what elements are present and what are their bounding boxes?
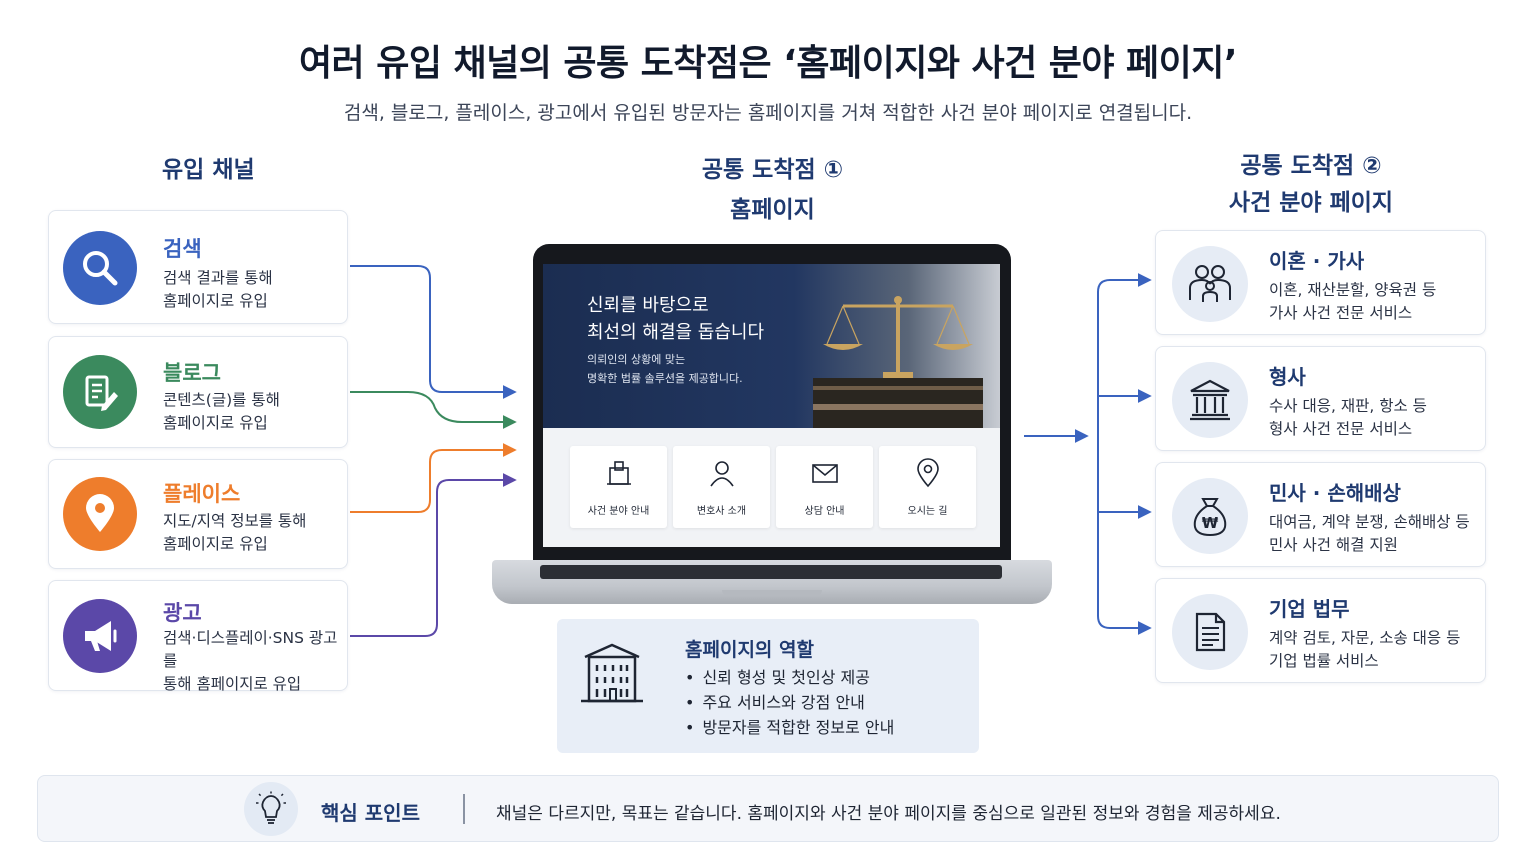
landing1-heading: 공통 도착점 ① 홈페이지 bbox=[600, 150, 945, 230]
laptop-keyboard bbox=[540, 565, 1002, 579]
menu-directions[interactable]: 오시는 길 bbox=[879, 446, 976, 528]
search-icon bbox=[63, 231, 137, 305]
document-pen-icon bbox=[63, 355, 137, 429]
landing2-heading: 공통 도착점 ② 사건 분야 페이지 bbox=[1150, 148, 1472, 222]
location-icon bbox=[879, 458, 976, 492]
money-bag-icon: ₩ bbox=[1172, 478, 1248, 554]
lightbulb-icon bbox=[244, 782, 298, 836]
menu-case-fields[interactable]: 사건 분야 안내 bbox=[570, 446, 667, 528]
channel-title: 블로그 bbox=[163, 361, 221, 385]
connector-ad bbox=[350, 473, 517, 637]
role-item: 주요 서비스와 강점 안내 bbox=[685, 690, 894, 715]
menu-label: 변호사 소개 bbox=[696, 506, 747, 517]
document-icon bbox=[1172, 594, 1248, 670]
menu-consultation[interactable]: 상담 안내 bbox=[776, 446, 873, 528]
megaphone-icon bbox=[63, 599, 137, 673]
office-building-icon bbox=[581, 643, 643, 703]
field-title: 민사 · 손해배상 bbox=[1269, 481, 1401, 505]
channels-heading: 유입 채널 bbox=[162, 157, 255, 183]
keypoint-divider bbox=[463, 794, 465, 824]
connector-place bbox=[350, 443, 517, 513]
channel-title: 광고 bbox=[163, 601, 202, 625]
connector-search bbox=[350, 265, 517, 399]
menu-lawyers[interactable]: 변호사 소개 bbox=[673, 446, 770, 528]
building-icon bbox=[570, 458, 667, 492]
channel-title: 검색 bbox=[163, 237, 202, 261]
role-list: 신뢰 형성 및 첫인상 제공 주요 서비스와 강점 안내 방문자를 적합한 정보… bbox=[685, 665, 894, 740]
scales-of-justice-icon bbox=[813, 296, 983, 428]
homepage-role-box: 홈페이지의 역할 신뢰 형성 및 첫인상 제공 주요 서비스와 강점 안내 방문… bbox=[557, 619, 979, 753]
keypoint-bar: 핵심 포인트 채널은 다르지만, 목표는 같습니다. 홈페이지와 사건 분야 페… bbox=[37, 775, 1499, 842]
role-item: 신뢰 형성 및 첫인상 제공 bbox=[685, 665, 894, 690]
courthouse-icon bbox=[1172, 362, 1248, 438]
role-item: 방문자를 적합한 정보로 안내 bbox=[685, 715, 894, 740]
menu-label: 오시는 길 bbox=[907, 506, 948, 517]
family-icon bbox=[1172, 246, 1248, 322]
connector-blog bbox=[350, 391, 517, 429]
field-title: 이혼 · 가사 bbox=[1269, 249, 1365, 273]
keypoint-text: 채널은 다르지만, 목표는 같습니다. 홈페이지와 사건 분야 페이지를 중심으… bbox=[496, 804, 1281, 824]
keypoint-label: 핵심 포인트 bbox=[321, 801, 420, 825]
page-title: 여러 유입 채널의 공통 도착점은 ‘홈페이지와 사건 분야 페이지’ bbox=[298, 43, 1238, 84]
landing1-heading-line1: 공통 도착점 ① bbox=[701, 157, 844, 183]
connector-branch bbox=[1097, 279, 1148, 629]
role-title: 홈페이지의 역할 bbox=[685, 639, 814, 661]
landing2-heading-line1: 공통 도착점 ② bbox=[1240, 153, 1382, 179]
laptop-notch bbox=[722, 590, 822, 596]
svg-text:₩: ₩ bbox=[1202, 514, 1219, 532]
landing2-heading-line2: 사건 분야 페이지 bbox=[1228, 190, 1394, 216]
landing1-heading-line2: 홈페이지 bbox=[730, 197, 815, 223]
person-icon bbox=[673, 458, 770, 492]
mail-icon bbox=[776, 458, 873, 492]
menu-label: 사건 분야 안내 bbox=[587, 506, 650, 517]
field-title: 형사 bbox=[1269, 365, 1306, 389]
menu-label: 상담 안내 bbox=[804, 506, 845, 517]
page-subtitle: 검색, 블로그, 플레이스, 광고에서 유입된 방문자는 홈페이지를 거쳐 적합… bbox=[343, 102, 1193, 124]
map-pin-icon bbox=[63, 477, 137, 551]
field-title: 기업 법무 bbox=[1269, 597, 1350, 621]
channel-title: 플레이스 bbox=[163, 482, 241, 506]
